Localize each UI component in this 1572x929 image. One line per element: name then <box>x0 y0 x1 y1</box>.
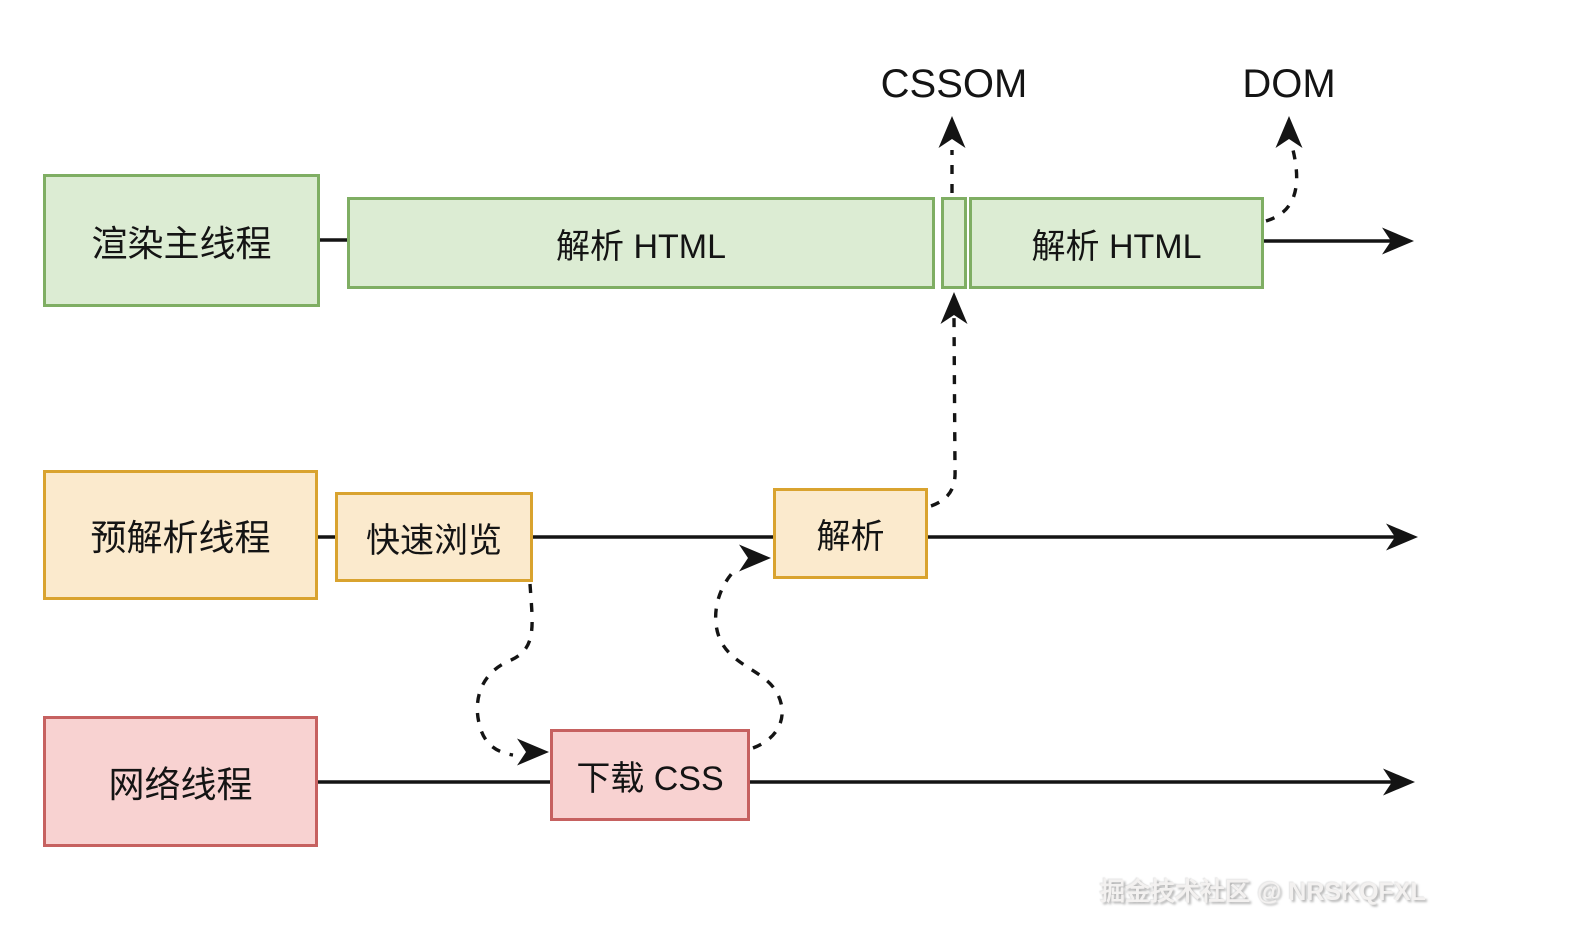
arrowhead-right-icon <box>1386 523 1418 551</box>
dashed-parsehtml-to-dom <box>1265 149 1299 223</box>
watermark: 掘金技术社区 @ NRSKQFXL <box>1100 878 1426 906</box>
task-box-parse-html-2: 解析 HTML <box>969 197 1264 289</box>
arrowhead-right-icon <box>1383 768 1415 796</box>
task-box-quick-scan: 快速浏览 <box>335 492 533 582</box>
task-label-parse-html-1: 解析 HTML <box>556 227 726 266</box>
task-box-css-slice <box>941 197 967 289</box>
task-label-quick-scan: 快速浏览 <box>366 521 502 560</box>
dashed-downloadcss-to-parse <box>713 569 784 750</box>
dashed-parse-to-slice <box>930 317 957 508</box>
task-label-parse: 解析 <box>816 518 885 556</box>
dashed-quickscan-to-downloadcss <box>475 583 534 757</box>
task-box-parse: 解析 <box>773 488 928 579</box>
task-label-parse-html-2: 解析 HTML <box>1031 227 1202 266</box>
thread-label-preparse: 预解析线程 <box>90 517 271 558</box>
thread-label-network: 网络线程 <box>108 763 253 805</box>
thread-label-render-main: 渲染主线程 <box>91 222 272 264</box>
task-box-download-css: 下载 CSS <box>550 729 750 821</box>
arrowhead-up-icon <box>938 116 966 148</box>
task-box-parse-html-1: 解析 HTML <box>347 197 935 289</box>
thread-box-network: 网络线程 <box>43 716 318 847</box>
thread-box-render-main: 渲染主线程 <box>43 174 320 307</box>
arrowhead-up-icon <box>940 292 968 324</box>
arrowhead-up-icon <box>1275 116 1303 148</box>
task-label-download-css: 下载 CSS <box>576 759 724 798</box>
thread-box-preparse: 预解析线程 <box>43 470 318 600</box>
arrowhead-right-icon <box>739 544 771 572</box>
dom-label: DOM <box>1242 62 1336 106</box>
arrowhead-right-icon <box>517 738 549 766</box>
cssom-label: CSSOM <box>880 62 1028 106</box>
arrowhead-right-icon <box>1382 227 1414 255</box>
